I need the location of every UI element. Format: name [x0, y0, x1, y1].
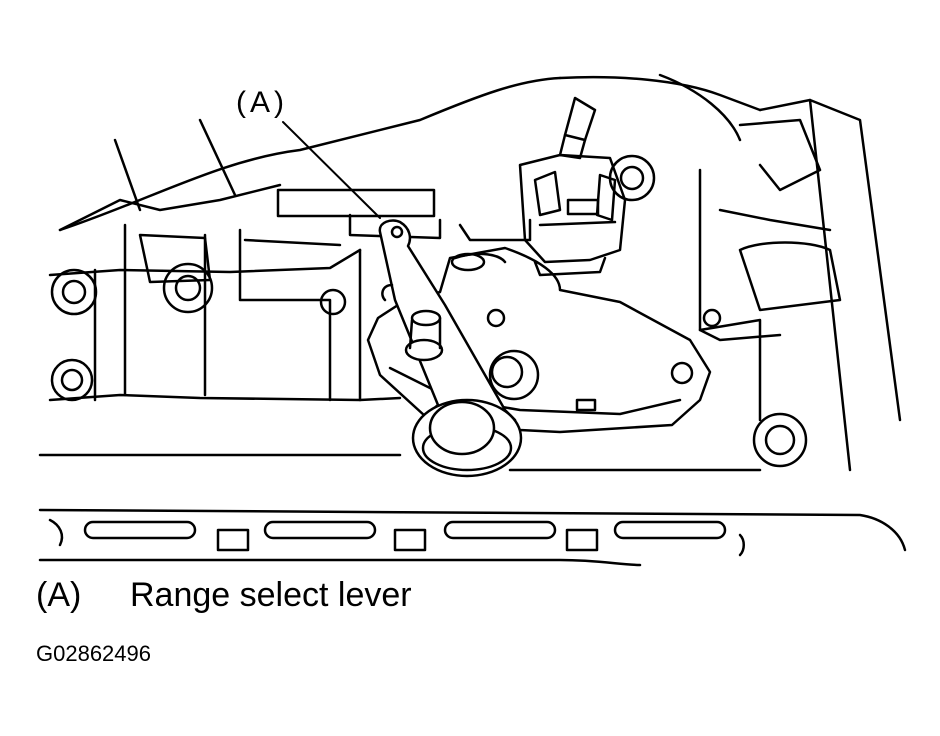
callout-leader-line: [282, 121, 381, 219]
legend-row: (A) Range select lever: [36, 576, 412, 615]
legend-key: (A): [36, 576, 82, 614]
legend-description: Range select lever: [130, 576, 412, 614]
oil-pan-flange: [48, 518, 745, 557]
electrical-connector: [518, 96, 627, 277]
callout-label-a: (A): [236, 86, 288, 119]
upper-housing: [58, 73, 902, 472]
transmission-line-drawing: [38, 73, 907, 567]
figure-id: G02862496: [36, 641, 151, 666]
range-select-lever: [378, 219, 540, 478]
